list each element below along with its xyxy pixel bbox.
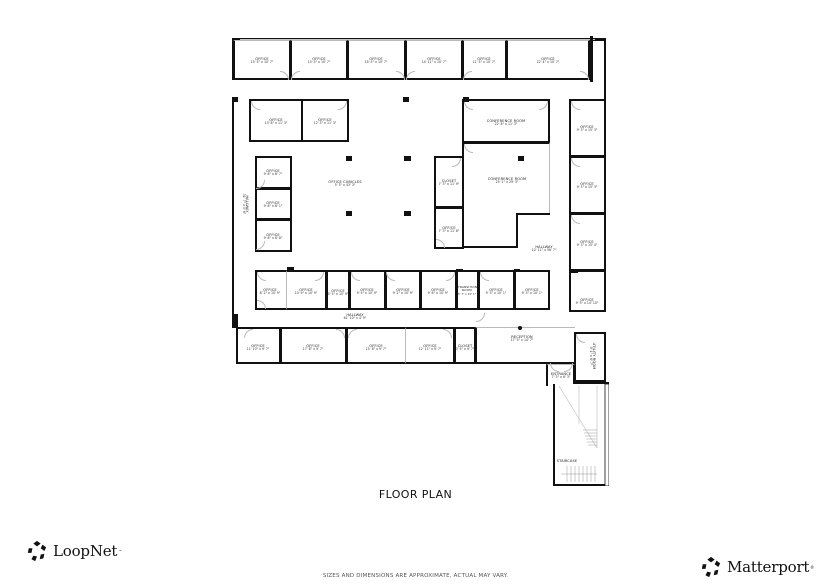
conf2-bottom-wall [462,246,518,248]
matterport-wordmark: Matterport [727,558,810,576]
room-office-left-3 [255,219,292,252]
loopnet-wordmark: LoopNet [53,542,118,560]
outer-wall-left-lower [232,100,234,314]
door-reception [476,313,485,322]
column [404,211,411,216]
column [346,156,352,161]
loopnet-trademark: ™ [118,548,123,554]
staircase-steps-icon [558,384,609,486]
loopnet-logo-icon [27,540,47,562]
column [518,326,522,330]
room-office-bottom-2 [280,327,347,364]
door-bottom-1 [244,329,253,338]
matterport-logo-icon [701,556,721,578]
corridor-wall-right [590,36,593,82]
column [346,211,352,216]
disclaimer-text: SIZES AND DIMENSIONS ARE APPROXIMATE, AC… [322,573,509,579]
room-office-top-6 [506,40,590,80]
door-top-2 [291,71,300,80]
room-reception [475,327,575,364]
wall-stub [232,97,238,102]
column [518,156,524,161]
wall-stub [232,314,238,328]
column [404,156,411,161]
conf2-step-top [516,213,550,215]
room-office-mid-row-9 [514,270,550,310]
room-conference-1 [462,99,550,143]
conf2-step-wall [516,213,518,248]
wall-stub [574,310,606,312]
room-office-mid-row-6 [420,270,457,310]
wall-stub [514,269,520,272]
wall-stub [456,269,463,272]
room-office-mid-row-2 [286,270,327,310]
room-staircase [553,384,609,486]
matterport-trademark: ® [810,564,815,570]
label-staircase: STAIRCASE [556,458,578,463]
column [403,97,409,102]
door-top-5 [463,71,472,80]
room-office-mid [434,207,464,249]
column [569,270,578,273]
wall-stub [287,267,294,271]
door-top-4 [406,71,415,80]
floor-plan-title: FLOOR PLAN [378,488,453,501]
door-bottom-3 [348,329,357,338]
matterport-brand: Matterport® [700,556,814,578]
column [463,97,469,102]
room-office-left-2 [255,188,292,220]
stair-top-wall [574,382,609,384]
window-top [240,39,595,40]
